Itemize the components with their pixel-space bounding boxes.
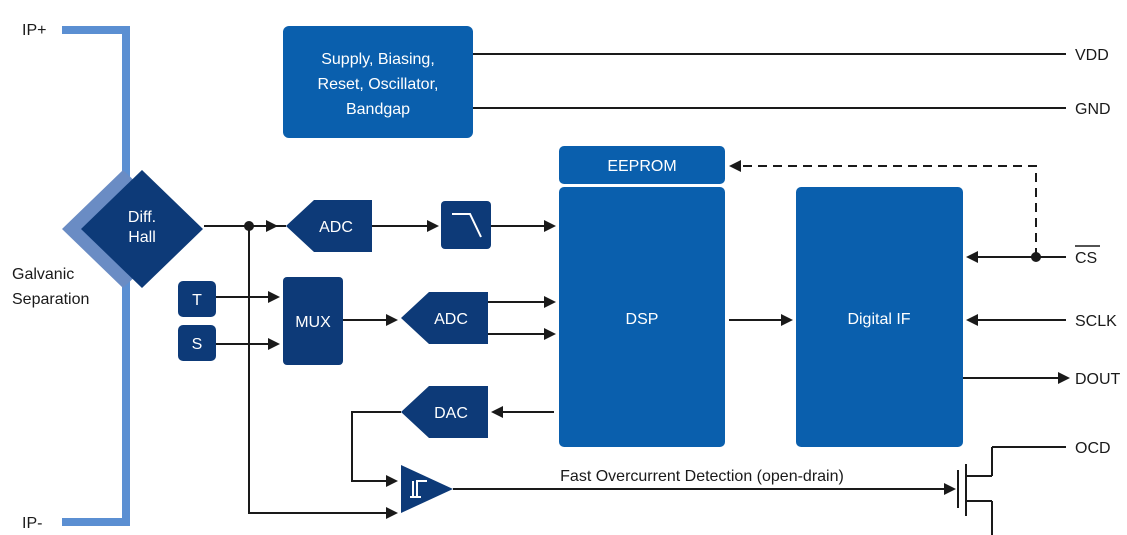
arrow-to-dsp-top (544, 220, 556, 232)
mosfet-transistor (957, 446, 1066, 535)
arrow-cs (966, 251, 978, 263)
s-label: S (192, 336, 203, 353)
arrow-dsp-to-dac (491, 406, 503, 418)
pin-cs: CS (1075, 250, 1097, 267)
diff-hall-sensor: Diff. Hall (62, 170, 203, 288)
galvanic-label-line1: Galvanic (12, 266, 74, 283)
pin-ocd: OCD (1075, 440, 1111, 457)
pin-ip-minus: IP- (22, 515, 42, 532)
mux-block: MUX (283, 277, 343, 365)
digital-if-block: Digital IF (796, 187, 963, 447)
arrow-dsp-to-digital-if (781, 314, 793, 326)
pin-vdd: VDD (1075, 47, 1109, 64)
supply-label-line3: Bandgap (346, 101, 410, 118)
arrow-adc-to-dsp-1 (544, 296, 556, 308)
arrow-t-to-mux (268, 291, 280, 303)
t-label: T (192, 292, 202, 309)
supply-block: Supply, Biasing, Reset, Oscillator, Band… (283, 26, 473, 138)
arrow-to-filter (427, 220, 439, 232)
adc-mid: ADC (401, 292, 488, 344)
mux-label: MUX (295, 314, 331, 331)
arrow-to-adc-top (266, 220, 278, 232)
adc-top: ADC (286, 200, 372, 252)
pin-sclk: SCLK (1075, 313, 1117, 330)
galvanic-label-line2: Separation (12, 291, 89, 308)
arrow-adc-to-dsp-2 (544, 328, 556, 340)
arrow-to-eeprom (729, 160, 741, 172)
arrow-sclk (966, 314, 978, 326)
arrow-dout (1058, 372, 1070, 384)
temperature-sensor-box: T (178, 281, 216, 317)
adc-mid-label: ADC (434, 311, 468, 328)
supply-label-line2: Reset, Oscillator, (318, 76, 439, 93)
adc-top-label: ADC (319, 219, 353, 236)
supply-label-line1: Supply, Biasing, (321, 51, 435, 68)
fast-ocd-label: Fast Overcurrent Detection (open-drain) (560, 468, 844, 485)
arrow-s-to-mux (268, 338, 280, 350)
eeprom-block: EEPROM (559, 146, 725, 184)
pin-gnd: GND (1075, 101, 1111, 118)
dsp-label: DSP (626, 311, 659, 328)
digital-if-label: Digital IF (847, 311, 910, 328)
hall-label-line1: Diff. (128, 209, 156, 226)
dac-block: DAC (401, 386, 488, 438)
hall-label-line2: Hall (128, 229, 156, 246)
dsp-block: DSP (559, 187, 725, 447)
eeprom-label: EEPROM (607, 158, 676, 175)
arrow-dac-to-comparator (386, 475, 398, 487)
arrow-to-comparator-lower (386, 507, 398, 519)
hall-to-comparator-wire (248, 226, 388, 514)
arrow-mux-to-adc (386, 314, 398, 326)
cs-to-eeprom-dashed (736, 165, 1037, 257)
dac-label: DAC (434, 405, 468, 422)
dac-to-comparator-wire (351, 411, 401, 482)
pin-ip-plus: IP+ (22, 22, 46, 39)
stress-sensor-box: S (178, 325, 216, 361)
pin-dout: DOUT (1075, 371, 1121, 388)
lowpass-filter (441, 201, 491, 249)
comparator-block (401, 465, 453, 513)
arrow-to-mosfet (944, 483, 956, 495)
